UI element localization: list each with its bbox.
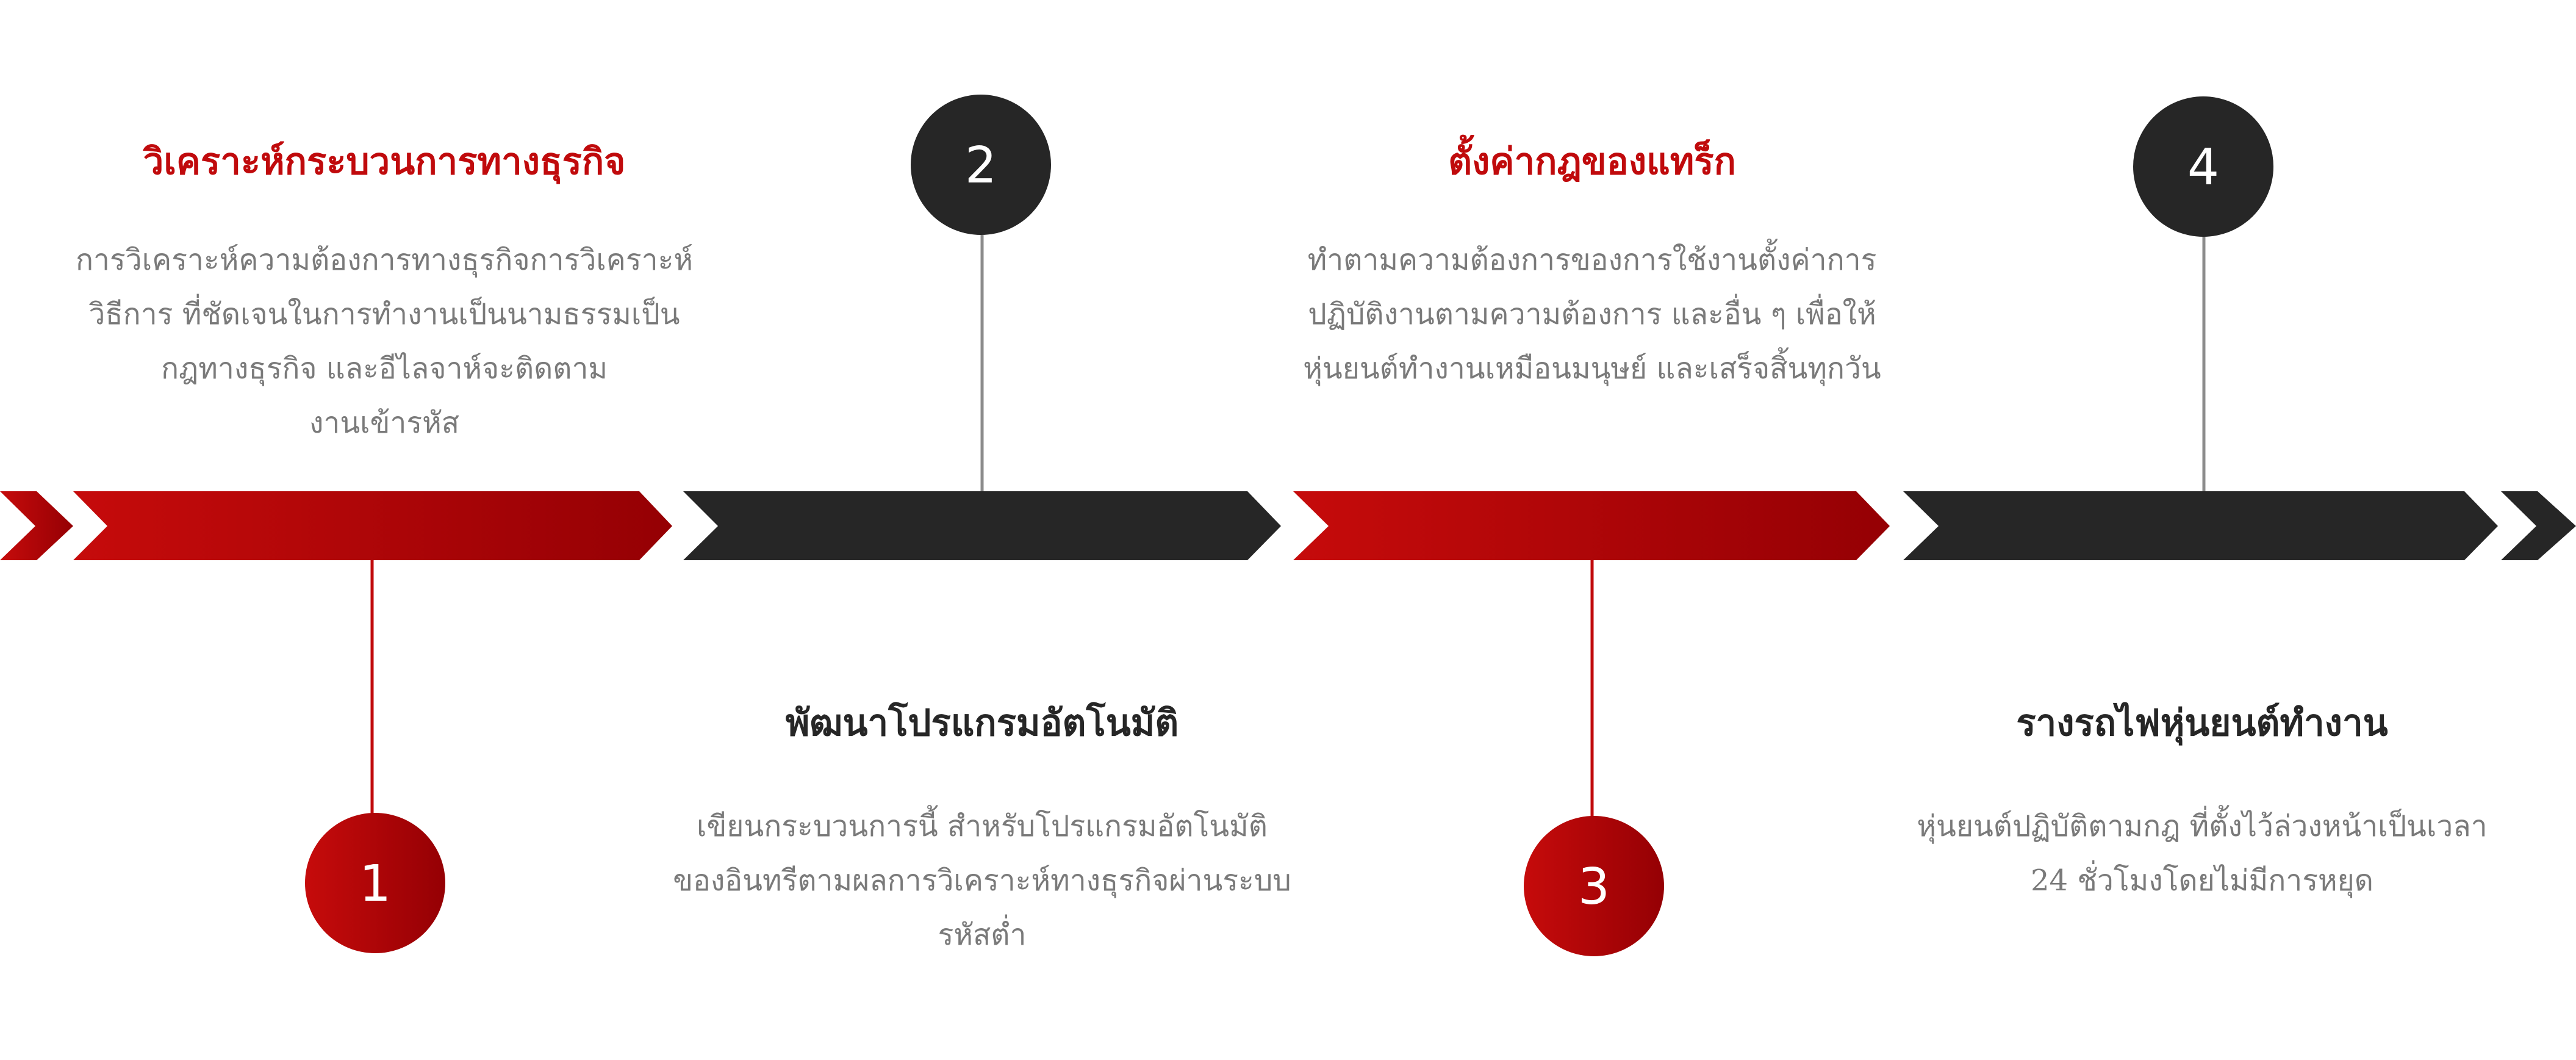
step-3-desc-line: ปฏิบัติงานตามความต้องการ และอื่น ๆ เพื่อ…	[1308, 297, 1876, 331]
step-2-desc-line: ของอินทรีตามผลการวิเคราะห์ทางธุรกิจผ่านร…	[673, 864, 1291, 898]
timeline-start-chevron	[0, 491, 73, 560]
step-1-desc-line: งานเข้ารหัส	[309, 406, 460, 440]
step-4-desc-line: หุ่นยนต์ปฏิบัติตามกฎ ที่ตั้งไว้ล่วงหน้าเ…	[1917, 809, 2488, 843]
step-3-desc-line: ทำตามความต้องการของการใช้งานตั้งค่าการ	[1307, 243, 1877, 277]
step-1-description: การวิเคราะห์ความต้องการทางธุรกิจการวิเคร…	[67, 233, 701, 450]
step-3-desc-line: หุ่นยนต์ทำงานเหมือนมนุษย์ และเสร็จสิ้นทุ…	[1303, 352, 1881, 386]
step-2-number: 2	[965, 137, 997, 195]
step-1-desc-line: การวิเคราะห์ความต้องการทางธุรกิจการวิเคร…	[75, 243, 694, 277]
step-4-desc-line: 24 ชั่วโมงโดยไม่มีการหยุด	[2031, 864, 2373, 898]
timeline-segment-3	[1293, 491, 1890, 560]
step-4-description: หุ่นยนต์ปฏิบัติตามกฎ ที่ตั้งไว้ล่วงหน้าเ…	[1885, 799, 2519, 908]
step-2-desc-line: รหัสต่ำ	[938, 918, 1027, 952]
timeline-segment-2	[683, 491, 1281, 560]
step-2-badge: 2	[911, 95, 1051, 235]
timeline-end-chevron	[2501, 491, 2576, 560]
step-3-description: ทำตามความต้องการของการใช้งานตั้งค่าการ ป…	[1275, 233, 1909, 396]
step-3-badge: 3	[1524, 816, 1664, 956]
step-2-description: เขียนกระบวนการนี้ สำหรับโปรแกรมอัตโนมัติ…	[665, 799, 1299, 962]
step-4-badge: 4	[2133, 96, 2273, 237]
step-3-title: ตั้งค่ากฎของแทร็ก	[1448, 140, 1736, 183]
step-2-desc-line: เขียนกระบวนการนี้ สำหรับโปรแกรมอัตโนมัติ	[697, 809, 1268, 843]
step-4-title: รางรถไฟหุ่นยนต์ทำงาน	[2016, 702, 2388, 745]
timeline-segment-1	[73, 491, 672, 560]
step-2-title: พัฒนาโปรแกรมอัตโนมัติ	[785, 702, 1179, 745]
step-1-title: วิเคราะห์กระบวนการทางธุรกิจ	[143, 140, 626, 183]
step-1-desc-line: กฎทางธุรกิจ และอีไลจาห์จะติดตาม	[160, 352, 608, 386]
step-3-number: 3	[1578, 858, 1610, 916]
step-4-number: 4	[2187, 139, 2219, 196]
timeline-segment-4	[1903, 491, 2498, 560]
step-1-number: 1	[359, 855, 391, 913]
step-1-badge: 1	[305, 813, 445, 953]
step-1-desc-line: วิธีการ ที่ชัดเจนในการทำงานเป็นนามธรรมเป…	[88, 297, 680, 331]
